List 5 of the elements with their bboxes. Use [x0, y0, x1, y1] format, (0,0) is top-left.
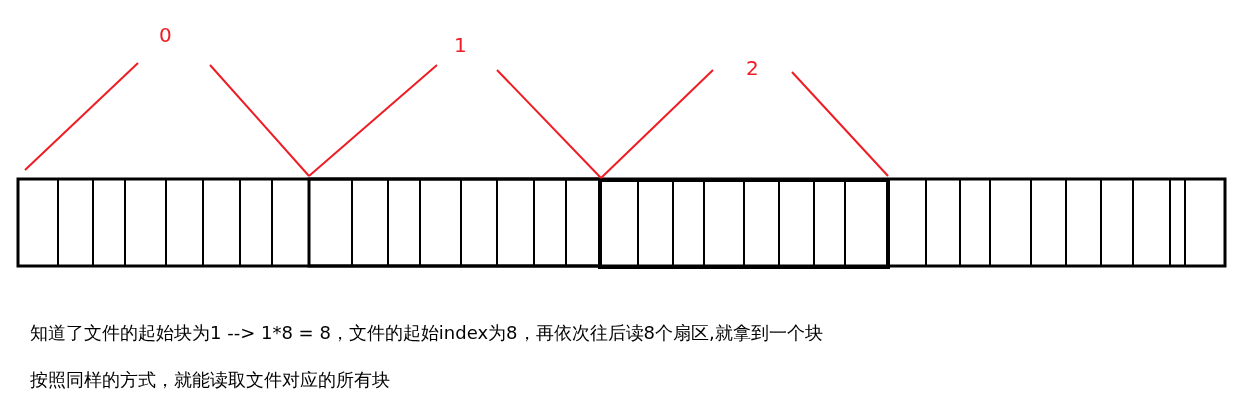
block-number: 1: [454, 34, 467, 56]
block-number: 2: [746, 57, 759, 79]
note-text: 知道了文件的起始块为1 --> 1*8 = 8，文件的起始index为8，再依次往后读8个扇区,就拿到一个块: [30, 321, 823, 345]
block-number: 0: [159, 24, 172, 46]
note-text: 按照同样的方式，就能读取文件对应的所有块: [30, 368, 390, 392]
